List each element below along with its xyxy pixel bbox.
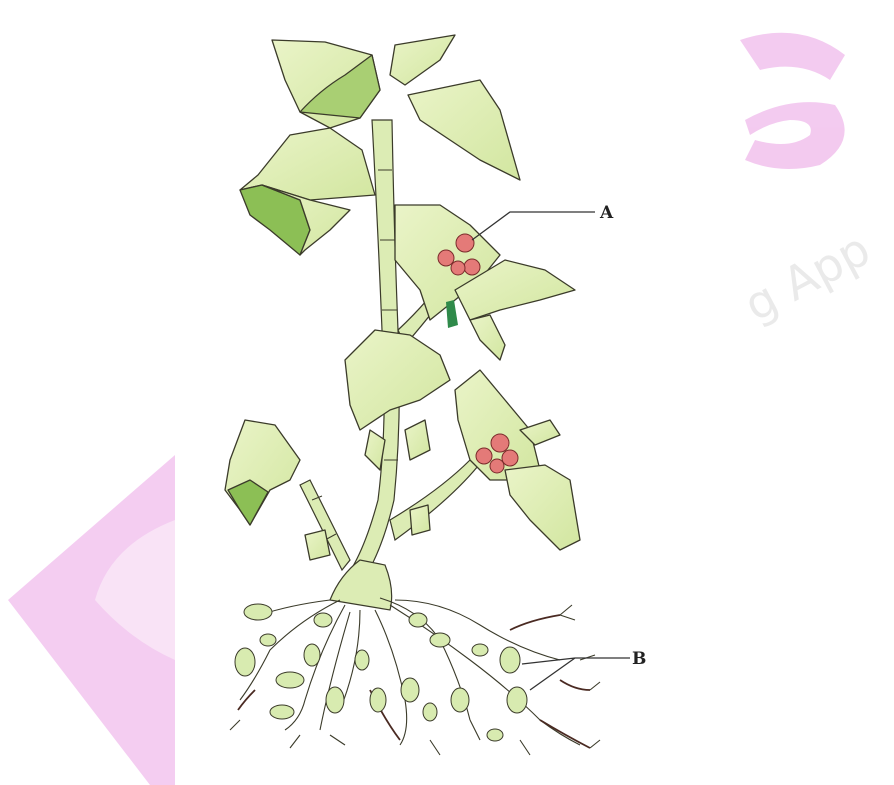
- leaf-small-stem-2: [405, 420, 430, 460]
- watermark: g App: [8, 33, 879, 785]
- leaf-lower-left: [225, 420, 300, 525]
- label-b-callout: B: [522, 649, 646, 690]
- leaf-right-b: [505, 465, 580, 550]
- root-system: [230, 598, 600, 755]
- leaf-small-stem-4: [305, 530, 330, 560]
- label-a-callout: A: [472, 203, 614, 240]
- leaves: [225, 35, 580, 560]
- leaf-upper-right: [408, 80, 520, 180]
- leaf-dark-spot: [446, 300, 458, 328]
- leaf-top-right: [390, 35, 455, 85]
- leaf-small-stem-3: [410, 505, 430, 535]
- watermark-letter: [740, 33, 845, 169]
- label-b: B: [632, 649, 646, 669]
- label-a-leader-line: [472, 212, 595, 240]
- watermark-text: g App: [735, 222, 878, 332]
- label-b-leader-line: [522, 658, 630, 690]
- root-nodules: [235, 604, 527, 741]
- leaf-right-a-small: [470, 315, 505, 360]
- label-a: A: [599, 203, 614, 223]
